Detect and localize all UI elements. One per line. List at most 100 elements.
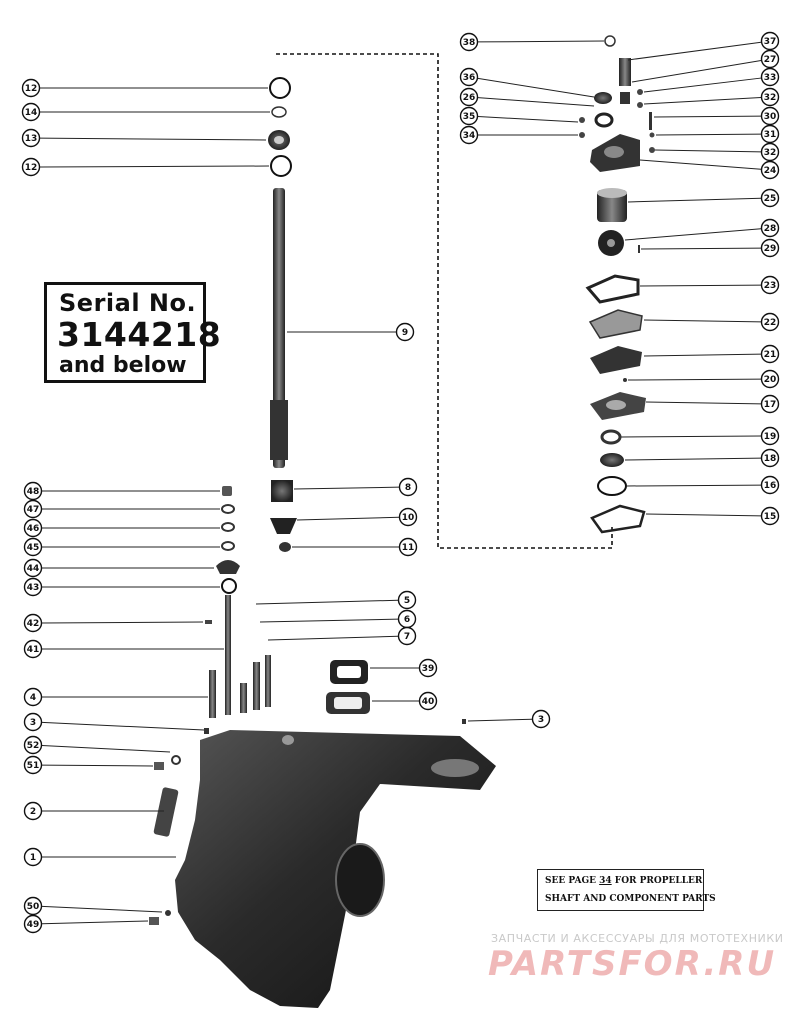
callout-number: 44 — [27, 564, 40, 574]
callout-leader-line — [655, 133, 762, 136]
callout-circle — [459, 32, 479, 52]
callout-36: 36 — [459, 67, 595, 98]
callout-49: 49 — [23, 914, 149, 934]
callout-number: 1 — [30, 853, 36, 863]
callout-circle — [23, 613, 43, 633]
callout-circle — [760, 218, 780, 238]
callout-leader-line — [259, 618, 399, 623]
callout-37: 37 — [627, 31, 780, 61]
callout-leader-line — [643, 96, 762, 105]
callout-number: 35 — [463, 112, 476, 122]
serial-label-line1: Serial No. — [59, 289, 197, 317]
callout-22: 22 — [643, 312, 780, 332]
group-bracket — [276, 53, 613, 549]
callout-leader-line — [624, 457, 762, 461]
callout-circle — [459, 67, 479, 87]
callout-number: 48 — [27, 487, 40, 497]
callout-circle — [760, 426, 780, 446]
callout-number: 46 — [27, 524, 40, 534]
callout-number: 52 — [27, 741, 40, 751]
callout-12: 12 — [21, 157, 270, 177]
callout-circle — [760, 275, 780, 295]
callout-number: 39 — [422, 664, 435, 674]
callout-leader-line — [41, 764, 154, 767]
callout-25: 25 — [627, 188, 780, 208]
callout-leader-line — [477, 97, 595, 107]
callout-16: 16 — [626, 475, 780, 495]
callout-32: 32 — [654, 142, 780, 162]
callout-circle — [459, 87, 479, 107]
callout-number: 13 — [25, 134, 38, 144]
callout-12: 12 — [21, 78, 268, 98]
o-ring-part — [269, 77, 291, 99]
callout-leader-line — [41, 721, 205, 731]
callout-leader-line — [467, 718, 533, 722]
callout-number: 2 — [30, 807, 36, 817]
callout-number: 51 — [27, 761, 40, 771]
callout-50: 50 — [23, 896, 163, 916]
callout-number: 3 — [30, 718, 36, 728]
serial-number: 3144218 — [57, 315, 222, 354]
callout-number: 34 — [463, 131, 476, 141]
watermark-tagline: ЗАПЧАСТИ И АКСЕССУАРЫ ДЛЯ МОТОТЕХНИКИ — [491, 932, 784, 945]
callout-circle — [760, 124, 780, 144]
callout-26: 26 — [459, 87, 595, 107]
callout-40: 40 — [372, 691, 438, 711]
callout-leader-line — [267, 635, 399, 641]
callout-circle — [760, 106, 780, 126]
nut-part — [279, 542, 291, 552]
callout-3: 3 — [467, 709, 551, 729]
callout-number: 25 — [764, 194, 777, 204]
callout-52: 52 — [23, 735, 171, 755]
callout-circle — [23, 847, 43, 867]
callout-number: 24 — [764, 166, 777, 176]
callout-circle — [23, 914, 43, 934]
callout-leader-line — [639, 284, 762, 287]
callout-43: 43 — [23, 577, 220, 597]
callout-circle — [459, 125, 479, 145]
callout-circle — [398, 507, 418, 527]
callout-leader-line — [39, 165, 270, 168]
callout-leader-line — [41, 920, 149, 925]
callout-leader-line — [477, 77, 595, 98]
callout-circle — [23, 896, 43, 916]
callout-number: 12 — [25, 84, 38, 94]
callout-47: 47 — [23, 499, 220, 519]
callout-leader-line — [627, 41, 762, 61]
callout-33: 33 — [643, 67, 780, 93]
callout-24: 24 — [639, 159, 780, 180]
callout-circle — [760, 160, 780, 180]
callout-15: 15 — [645, 506, 780, 526]
callout-number: 9 — [402, 328, 408, 338]
callout-20: 20 — [627, 369, 780, 389]
callout-leader-line — [645, 401, 762, 405]
callout-circle — [760, 448, 780, 468]
callout-circle — [23, 577, 43, 597]
callout-number: 26 — [463, 93, 476, 103]
callout-leader-line — [626, 484, 762, 487]
note-page-ref[interactable]: 34 — [599, 876, 612, 886]
serial-label-line3: and below — [59, 353, 187, 378]
callout-number: 40 — [422, 697, 435, 707]
callout-leader-line — [653, 115, 762, 118]
callout-circle — [23, 499, 43, 519]
callout-leader-line — [39, 137, 267, 141]
callout-44: 44 — [23, 558, 214, 578]
driveshaft-assembly — [268, 77, 297, 552]
callout-leader-line — [640, 247, 762, 250]
callout-6: 6 — [259, 609, 417, 629]
callout-18: 18 — [624, 448, 780, 468]
callout-number: 49 — [27, 920, 40, 930]
callout-number: 32 — [764, 148, 777, 158]
callout-circle — [398, 477, 418, 497]
callout-number: 21 — [764, 350, 777, 360]
callout-number: 18 — [764, 454, 777, 464]
callout-number: 17 — [764, 400, 777, 410]
callout-number: 23 — [764, 281, 777, 291]
callout-leader-line — [639, 159, 762, 170]
callout-21: 21 — [643, 344, 780, 364]
callout-45: 45 — [23, 537, 220, 557]
propeller-shaft-note: SEE PAGE 34 FOR PROPELLER SHAFT AND COMP… — [537, 869, 716, 911]
callout-circle — [760, 312, 780, 332]
